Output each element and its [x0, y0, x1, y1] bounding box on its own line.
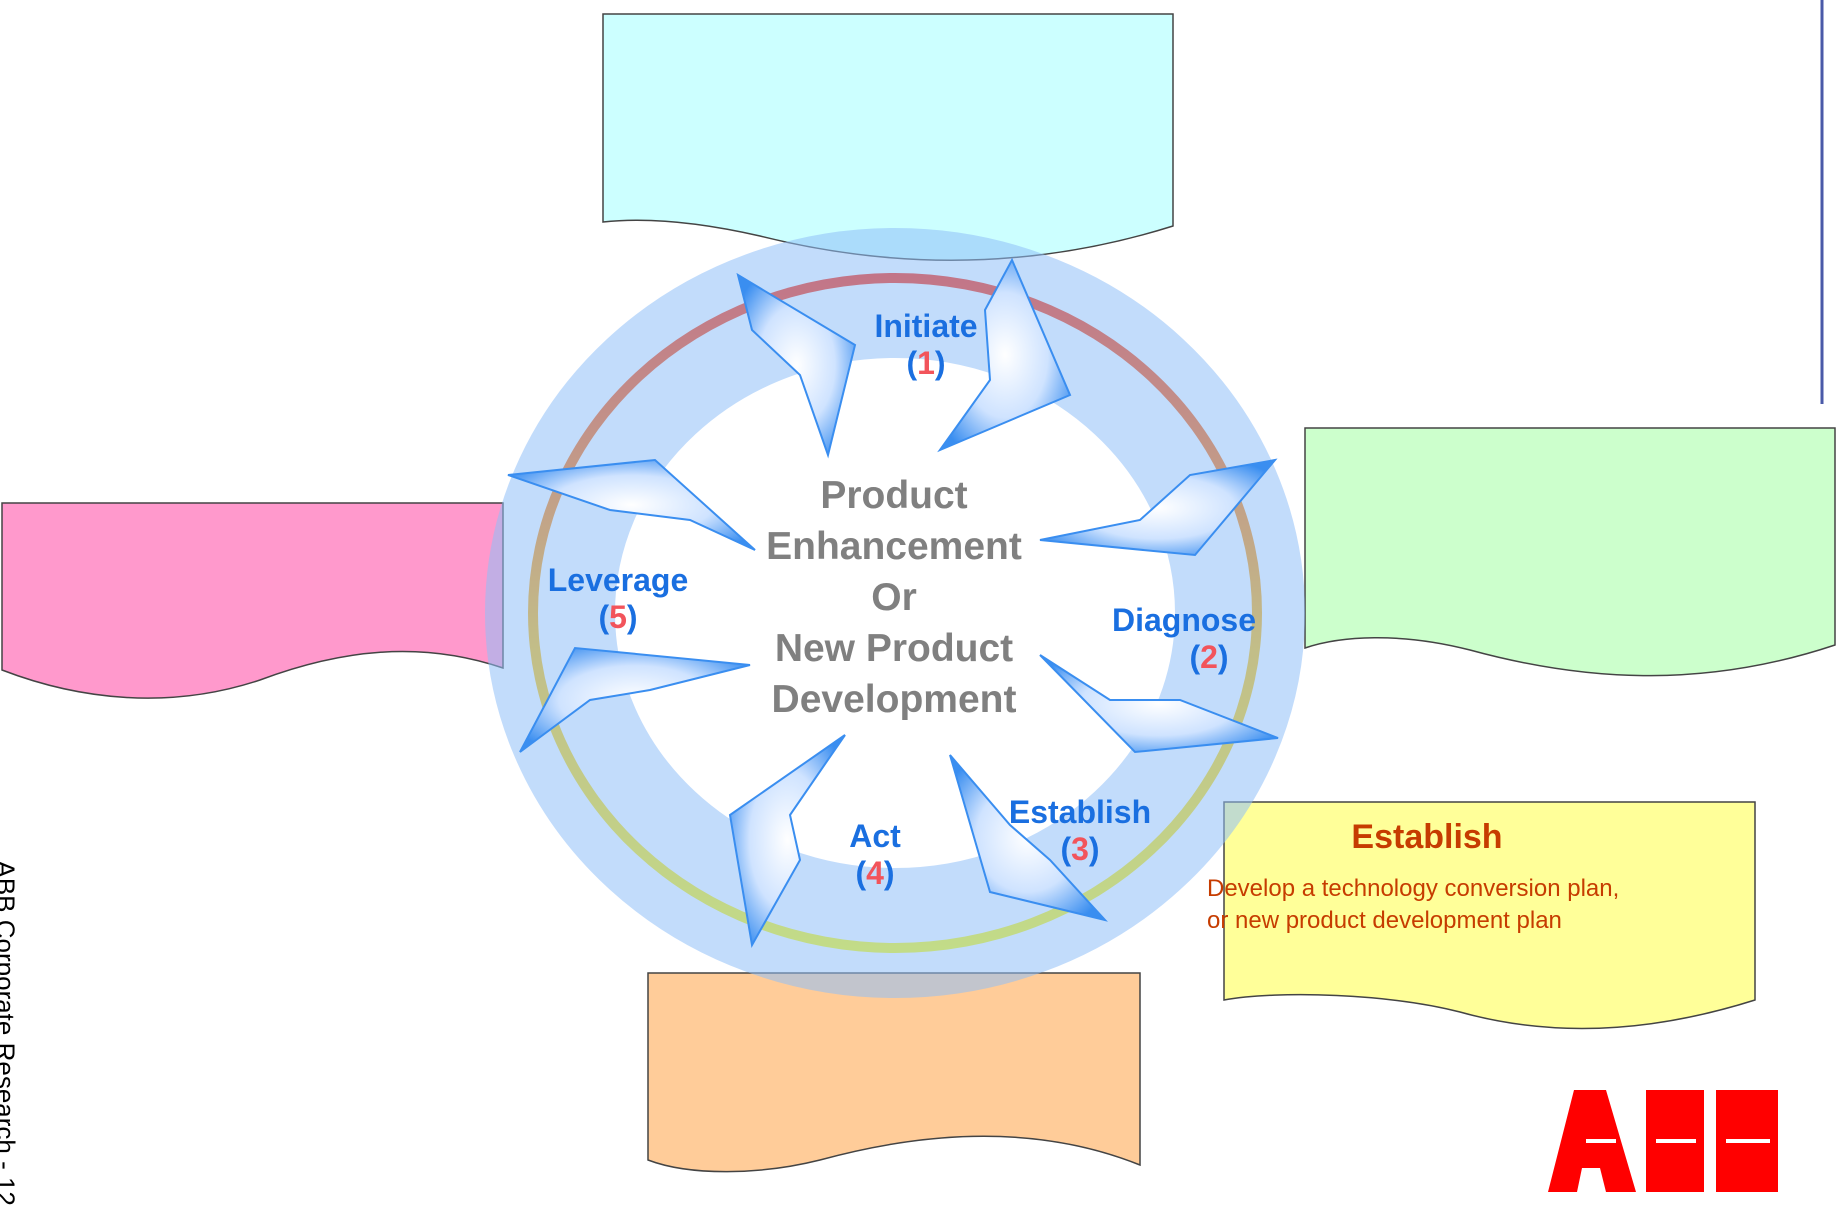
establish-card-title: Establish	[1351, 818, 1503, 856]
stage-number: (2)	[1189, 639, 1229, 675]
stage-number: (5)	[598, 599, 638, 635]
arrow-initiate	[736, 272, 857, 459]
arrow-diagnose-out	[1039, 458, 1278, 557]
footer-text: ABB Corporate Research - 12	[0, 860, 21, 1206]
center-title: Product Enhancement Or New Product Devel…	[698, 470, 1090, 725]
stage-initiate: Initiate (1)	[846, 308, 1006, 382]
card-initiate	[602, 13, 1174, 261]
stage-number: (1)	[906, 345, 946, 381]
card-establish	[1223, 801, 1756, 1030]
arrow-leverage	[519, 646, 751, 753]
stage-leverage: Leverage (5)	[528, 562, 708, 636]
center-line-1: Product	[820, 474, 968, 517]
establish-card-text: Establish Develop a technology conversio…	[1207, 818, 1647, 937]
card-act	[647, 972, 1141, 1173]
stage-diagnose: Diagnose (2)	[1084, 602, 1284, 676]
center-line-3: Or	[871, 576, 917, 619]
arrow-act-out	[728, 734, 846, 948]
establish-card-body: Develop a technology conversion plan, or…	[1207, 875, 1620, 934]
arrow-band	[485, 228, 1305, 998]
center-line-5: Development	[771, 678, 1017, 721]
arrow-leverage-out	[507, 458, 756, 551]
stage-label: Act	[849, 818, 901, 854]
cycle-ring-inner	[538, 283, 1252, 943]
center-line-4: New Product	[774, 627, 1014, 670]
stage-number: (4)	[855, 855, 895, 891]
stage-act: Act (4)	[815, 818, 935, 892]
arrow-act	[949, 754, 1108, 922]
center-line-2: Enhancement	[766, 525, 1022, 568]
card-leverage	[1, 502, 504, 699]
stage-label: Leverage	[547, 562, 689, 598]
stage-label: Establish	[1008, 794, 1152, 830]
stage-label: Diagnose	[1111, 602, 1257, 638]
abb-logo	[1548, 1090, 1778, 1192]
card-diagnose	[1304, 427, 1836, 677]
arrow-establish	[1039, 654, 1279, 754]
arrow-diagnose	[937, 257, 1072, 453]
stage-number: (3)	[1060, 831, 1100, 867]
stage-label: Initiate	[874, 308, 978, 344]
stage-establish: Establish (3)	[990, 794, 1170, 868]
